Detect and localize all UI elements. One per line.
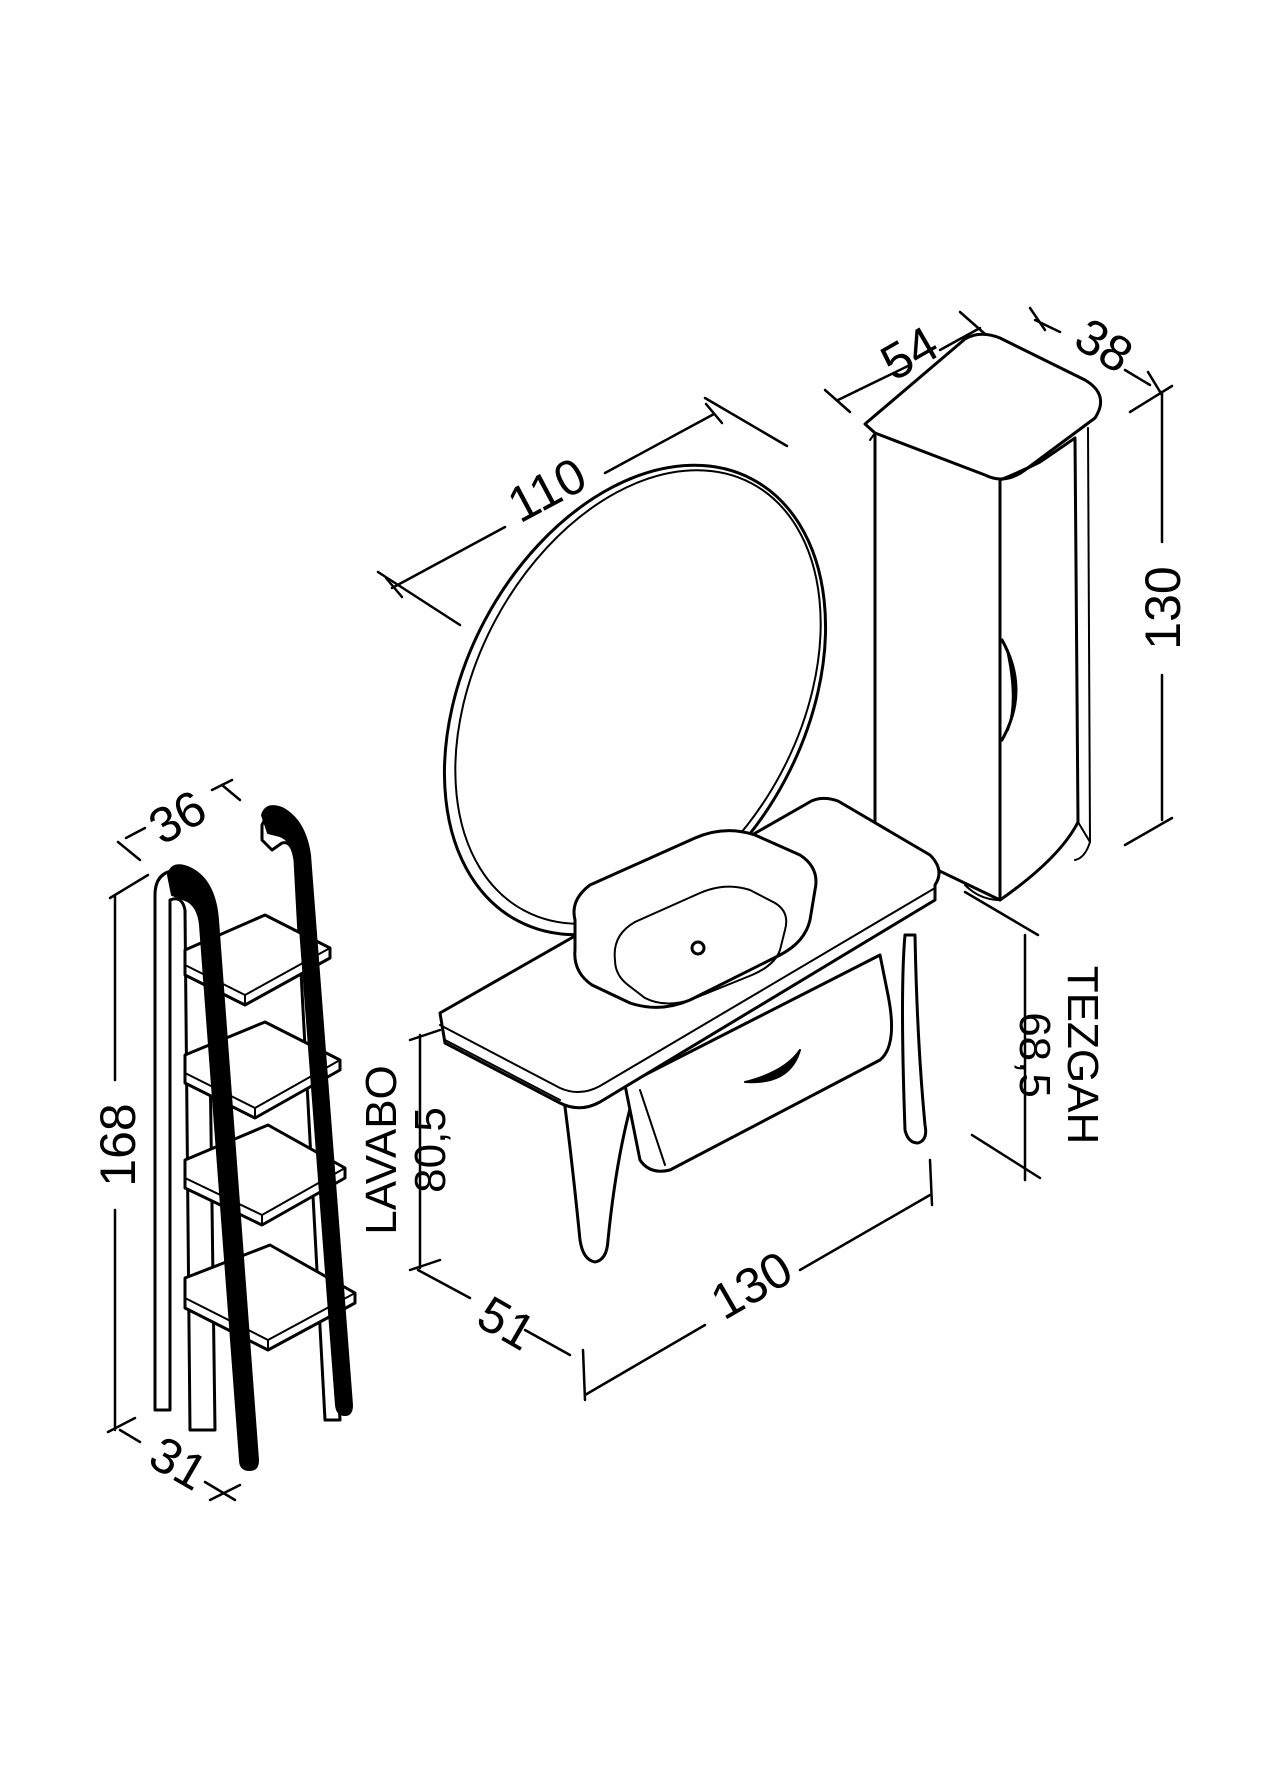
shelf-width-dimension bbox=[116, 778, 242, 862]
shelf-height-dimension bbox=[106, 873, 150, 1434]
counter-label: TEZGAH bbox=[1058, 966, 1107, 1144]
mirror-diameter-label: 110 bbox=[499, 447, 596, 534]
shelf-depth-dimension bbox=[118, 1428, 242, 1502]
counter-height-dimension bbox=[963, 890, 1042, 1182]
cabinet-depth-dimension bbox=[1028, 306, 1164, 397]
tall-cabinet bbox=[863, 332, 1103, 902]
vanity-unit bbox=[438, 796, 941, 1264]
counter-height-label: 68,5 bbox=[1010, 1012, 1059, 1098]
cabinet-height-dimension bbox=[1123, 384, 1174, 847]
shelf-depth-label: 31 bbox=[140, 1425, 216, 1501]
cabinet-width-dimension bbox=[823, 310, 987, 414]
vanity-height-dimension bbox=[408, 1028, 442, 1272]
ladder-shelf bbox=[153, 805, 357, 1471]
vanity-depth-dimension bbox=[416, 1268, 572, 1357]
basin-height-label: 80,5 bbox=[406, 1107, 455, 1193]
round-mirror bbox=[442, 463, 828, 937]
vanity-depth-label: 51 bbox=[468, 1285, 544, 1361]
shelf-height-label: 168 bbox=[90, 1103, 146, 1186]
basin-label: LAVABO bbox=[357, 1065, 406, 1235]
cabinet-height-label: 130 bbox=[1135, 566, 1191, 649]
shelf-width-label: 36 bbox=[139, 779, 215, 855]
vanity-width-dimension bbox=[581, 1158, 934, 1402]
mirror-dimension-line bbox=[376, 396, 789, 627]
vanity-width-label: 130 bbox=[701, 1240, 801, 1330]
